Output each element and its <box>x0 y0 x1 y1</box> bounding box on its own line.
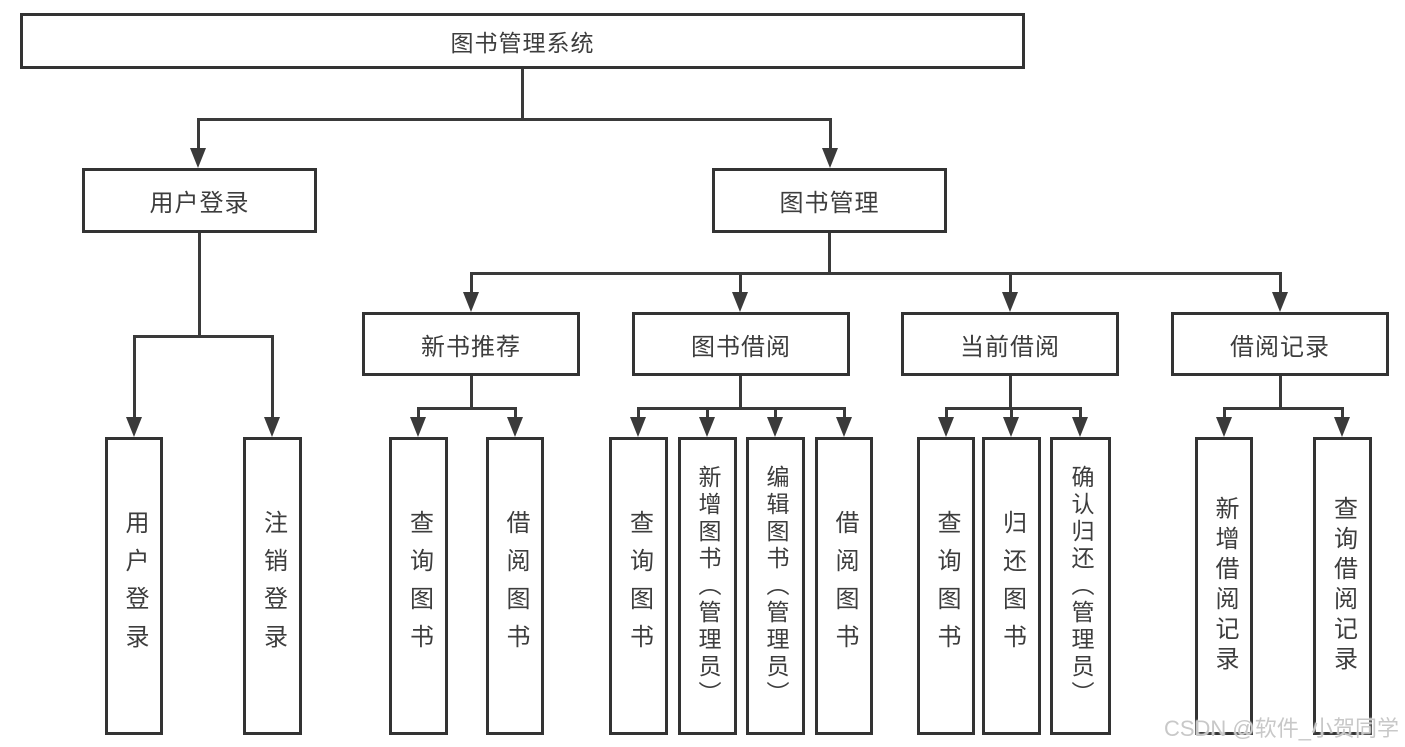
node-root-label: 图书管理系统 <box>450 30 595 56</box>
leaf-nb-borrow-book-label: 借阅图书 <box>502 510 529 662</box>
node-new-book-recommend: 新书推荐 <box>362 312 580 376</box>
leaf-cb-confirm-return-admin: 确认归还（管理员） <box>1050 437 1111 735</box>
leaf-nb-query-book: 查询图书 <box>389 437 448 735</box>
node-borrow-record-label: 借阅记录 <box>1230 333 1330 361</box>
leaf-cb-return-book-label: 归还图书 <box>998 510 1026 662</box>
node-user-login-label: 用户登录 <box>149 190 250 217</box>
leaf-logout-label: 注销登录 <box>259 510 287 662</box>
leaf-cb-query-book: 查询图书 <box>917 437 975 735</box>
leaf-bb-edit-book-admin-label: 编辑图书（管理员） <box>763 464 789 708</box>
leaf-br-query-record-label: 查询借阅记录 <box>1329 496 1357 676</box>
leaf-nb-borrow-book: 借阅图书 <box>486 437 544 735</box>
node-book-borrow-label: 图书借阅 <box>691 333 791 361</box>
leaf-cb-return-book: 归还图书 <box>982 437 1041 735</box>
node-book-borrow: 图书借阅 <box>632 312 850 376</box>
leaf-bb-borrow-book-label: 借阅图书 <box>831 510 858 662</box>
leaf-br-add-record: 新增借阅记录 <box>1195 437 1253 735</box>
node-root: 图书管理系统 <box>20 13 1025 69</box>
leaf-user-login: 用户登录 <box>105 437 163 735</box>
leaf-bb-query-book: 查询图书 <box>609 437 668 735</box>
leaf-bb-add-book-admin: 新增图书（管理员） <box>678 437 737 735</box>
leaf-br-add-record-label: 新增借阅记录 <box>1211 496 1238 676</box>
leaf-bb-add-book-admin-label: 新增图书（管理员） <box>695 464 721 708</box>
node-current-borrow-label: 当前借阅 <box>960 333 1060 361</box>
node-current-borrow: 当前借阅 <box>901 312 1119 376</box>
leaf-cb-query-book-label: 查询图书 <box>933 510 960 662</box>
node-book-management: 图书管理 <box>712 168 947 233</box>
leaf-nb-query-book-label: 查询图书 <box>405 510 433 662</box>
node-book-management-label: 图书管理 <box>779 190 880 217</box>
node-user-login: 用户登录 <box>82 168 317 233</box>
leaf-br-query-record: 查询借阅记录 <box>1313 437 1372 735</box>
node-borrow-record: 借阅记录 <box>1171 312 1389 376</box>
leaf-cb-confirm-return-admin-label: 确认归还（管理员） <box>1068 464 1094 708</box>
leaf-logout: 注销登录 <box>243 437 302 735</box>
leaf-bb-edit-book-admin: 编辑图书（管理员） <box>746 437 805 735</box>
node-new-book-recommend-label: 新书推荐 <box>421 333 521 361</box>
leaf-bb-borrow-book: 借阅图书 <box>815 437 873 735</box>
leaf-bb-query-book-label: 查询图书 <box>625 510 653 662</box>
leaf-user-login-label: 用户登录 <box>121 510 148 662</box>
